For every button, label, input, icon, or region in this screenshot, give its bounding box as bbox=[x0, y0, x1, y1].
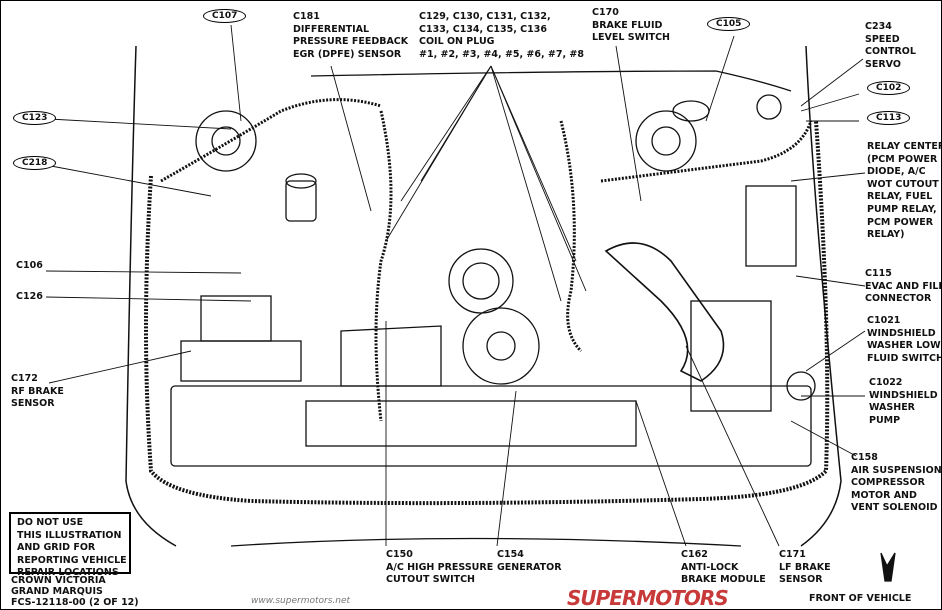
connector-c106-label: C106 bbox=[16, 260, 43, 271]
label-line: SPEED bbox=[865, 33, 900, 45]
label-line: C115 bbox=[865, 268, 892, 279]
label-line: SENSOR bbox=[779, 574, 823, 586]
label-line: LEVEL SWITCH bbox=[592, 32, 671, 44]
label-line: (PCM POWER bbox=[867, 153, 938, 165]
connector-c113-label: C113 bbox=[867, 111, 911, 125]
label-line: RELAY, FUEL bbox=[867, 191, 933, 203]
label-line: PRESSURE FEEDBACK bbox=[293, 36, 409, 48]
front-of-vehicle-label: FRONT OF VEHICLE bbox=[809, 593, 912, 604]
label-line: WOT CUTOUT bbox=[867, 178, 939, 190]
connector-c102-label: C102 bbox=[867, 81, 911, 95]
connector-c126-label: C126 bbox=[16, 291, 43, 302]
label-line: BRAKE FLUID bbox=[592, 19, 663, 31]
label-line: ANTI-LOCK bbox=[681, 561, 739, 573]
label-line: COIL ON PLUG bbox=[419, 36, 495, 48]
label-line: CROWN VICTORIA bbox=[11, 575, 106, 586]
label-line: MOTOR AND bbox=[851, 489, 917, 501]
label-line: CONNECTOR bbox=[865, 293, 932, 305]
label-line: DO NOT USE bbox=[17, 517, 84, 528]
label-line: GENERATOR bbox=[497, 561, 562, 573]
connector-c218-label: C218 bbox=[13, 156, 57, 170]
label-line: VENT SOLENOID bbox=[851, 502, 938, 514]
label-line: SENSOR bbox=[11, 398, 55, 410]
label-line: C170 bbox=[592, 7, 619, 18]
label-line: C150 bbox=[386, 549, 413, 560]
label-line: THIS ILLUSTRATION bbox=[17, 529, 122, 541]
label-line: DIFFERENTIAL bbox=[293, 23, 370, 35]
label-line: DIODE, A/C bbox=[867, 166, 926, 178]
label-line: C1021 bbox=[867, 315, 901, 326]
label-line: C158 bbox=[851, 452, 878, 463]
label-line: EGR (DPFE) SENSOR bbox=[293, 48, 402, 60]
label-line: #1, #2, #3, #4, #5, #6, #7, #8 bbox=[419, 48, 584, 60]
label-line: CONTROL bbox=[865, 46, 916, 58]
label-line: C162 bbox=[681, 549, 708, 560]
label-line: WINDSHIELD bbox=[867, 327, 936, 339]
label-line: C133, C134, C135, C136 bbox=[419, 23, 547, 35]
watermark-logo: SUPERMOTORS bbox=[567, 586, 729, 610]
label-line: RELAY CENTER bbox=[867, 141, 942, 152]
label-line: WINDSHIELD bbox=[869, 389, 938, 401]
label-line: A/C HIGH PRESSURE bbox=[386, 561, 494, 573]
label-line: PUMP bbox=[869, 414, 901, 426]
watermark-url: www.supermotors.net bbox=[251, 596, 351, 606]
label-line: COMPRESSOR bbox=[851, 477, 925, 489]
connector-c107-label: C107 bbox=[203, 9, 247, 23]
connector-c105-label: C105 bbox=[707, 17, 751, 31]
label-line: AND GRID FOR bbox=[17, 542, 96, 554]
label-line: REPAIR LOCATIONS bbox=[17, 567, 119, 579]
label-line: CUTOUT SWITCH bbox=[386, 574, 476, 586]
label-line: C1022 bbox=[869, 377, 903, 388]
label-line: BRAKE MODULE bbox=[681, 574, 766, 586]
connector-c123-label: C123 bbox=[13, 111, 57, 125]
label-line: REPORTING VEHICLE bbox=[17, 554, 127, 566]
label-line: GRAND MARQUIS bbox=[11, 586, 103, 597]
label-line: WASHER LOW bbox=[867, 340, 941, 352]
label-line: FCS-12118-00 (2 OF 12) bbox=[11, 597, 139, 608]
label-line: FLUID SWITCH bbox=[867, 352, 942, 364]
label-line: C181 bbox=[293, 11, 320, 22]
label-line: LF BRAKE bbox=[779, 561, 831, 573]
label-line: C171 bbox=[779, 549, 806, 560]
label-line: SERVO bbox=[865, 58, 901, 70]
label-line: PUMP RELAY, bbox=[867, 203, 937, 215]
label-line: EVAC AND FILL bbox=[865, 280, 942, 292]
label-line: RF BRAKE bbox=[11, 385, 64, 397]
label-line: C234 bbox=[865, 21, 892, 32]
label-line: WASHER bbox=[869, 402, 916, 414]
label-line: C172 bbox=[11, 373, 38, 384]
label-line: RELAY) bbox=[867, 229, 905, 241]
label-line: C154 bbox=[497, 549, 524, 560]
label-line: PCM POWER bbox=[867, 216, 934, 228]
label-line: AIR SUSPENSION bbox=[851, 464, 942, 476]
label-line: C129, C130, C131, C132, bbox=[419, 11, 551, 22]
coil-on-plug-label: C129, C130, C131, C132,C133, C134, C135,… bbox=[419, 11, 584, 61]
